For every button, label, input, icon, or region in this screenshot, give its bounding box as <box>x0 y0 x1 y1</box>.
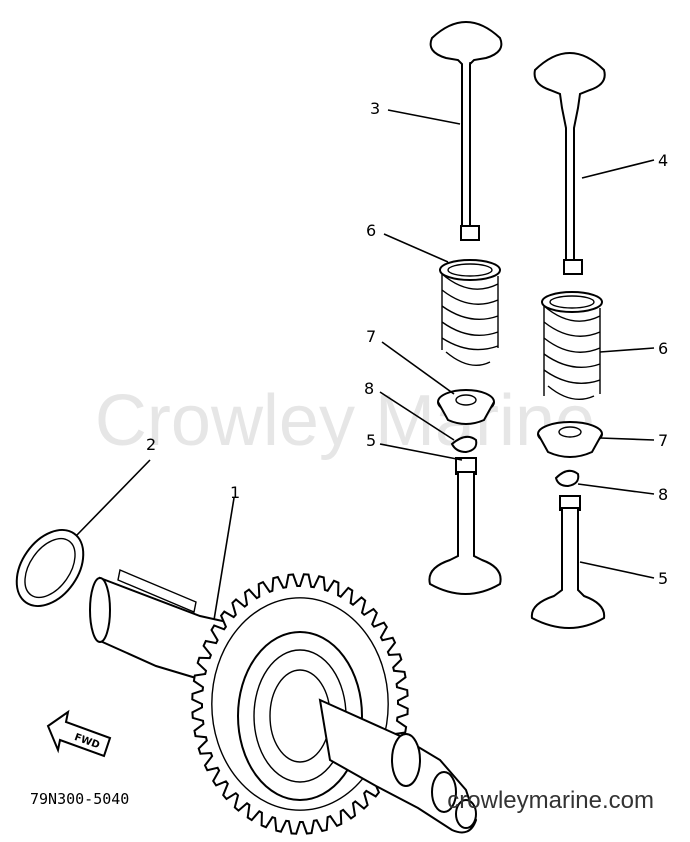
valve-intake <box>429 21 503 241</box>
callout-5-right: 5 <box>658 569 668 588</box>
spring-retainer-right <box>537 421 603 458</box>
leader-lines <box>75 109 655 621</box>
spring-retainer-left <box>437 389 495 425</box>
watermark-text: Crowley Marine <box>95 381 595 461</box>
callout-8-left: 8 <box>364 379 374 398</box>
callout-6-right: 6 <box>658 339 668 358</box>
valve-cotter-right <box>554 469 580 488</box>
callout-7-right: 7 <box>658 431 668 450</box>
gear-inner-ring <box>211 597 389 811</box>
valve-spring-left <box>439 259 501 366</box>
callout-6-left: 6 <box>366 221 376 240</box>
callout-8-right: 8 <box>658 485 668 504</box>
callout-5-left: 5 <box>366 431 376 450</box>
callout-2: 2 <box>146 435 156 454</box>
oil-seal-ring <box>15 529 85 607</box>
forward-direction-arrow: FWD <box>46 709 112 758</box>
valve-lower-right <box>530 495 606 629</box>
callout-4: 4 <box>658 151 668 170</box>
valve-exhaust <box>533 52 606 275</box>
callout-1: 1 <box>230 483 240 502</box>
valve-cotter-left <box>450 435 478 454</box>
diagram-code: 79N300-5040 <box>30 790 129 808</box>
camshaft-assembly <box>89 569 478 835</box>
footer-url: crowleymarine.com <box>447 787 654 814</box>
callout-7-left: 7 <box>366 327 376 346</box>
callout-3: 3 <box>370 99 380 118</box>
valve-spring-right <box>541 291 603 400</box>
valve-lower-left <box>428 457 502 595</box>
